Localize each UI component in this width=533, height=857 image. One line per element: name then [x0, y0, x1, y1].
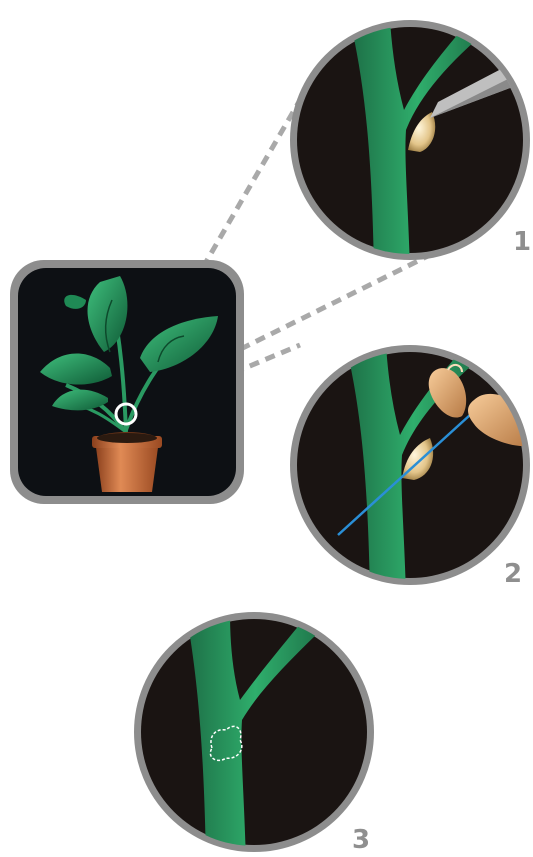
- step-3-circle: 3: [134, 612, 374, 857]
- plant-panel: [10, 260, 244, 504]
- step-2-circle: 2: [290, 345, 530, 595]
- step-1-number: 1: [513, 227, 531, 257]
- step-2-number: 2: [504, 559, 522, 589]
- step-3-number: 3: [352, 825, 370, 855]
- step-1-circle: 1: [290, 20, 531, 270]
